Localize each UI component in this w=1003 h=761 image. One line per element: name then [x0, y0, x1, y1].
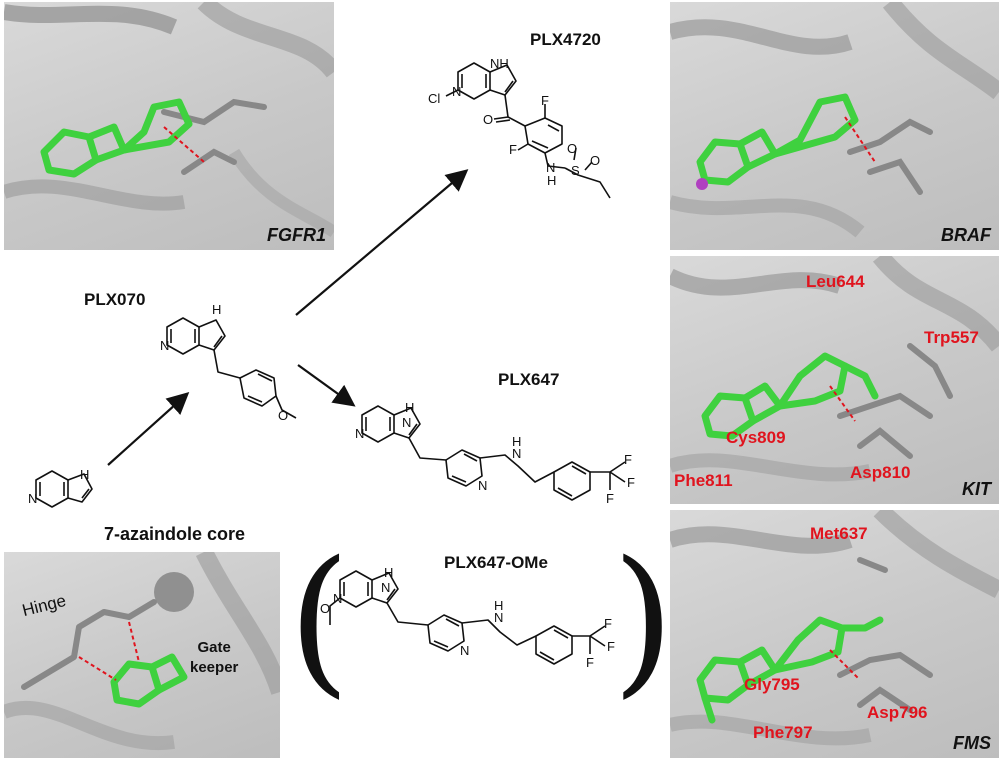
plx4720-atom-o: O	[483, 112, 494, 127]
braf-label: BRAF	[941, 225, 991, 245]
plx647-atom-f1: F	[624, 452, 632, 467]
plx647-structure	[361, 405, 626, 501]
fgfr1-hbond	[163, 126, 205, 163]
core-atom-n: N	[28, 491, 38, 506]
plx647-atom-h: H	[405, 400, 415, 415]
plx4720-structure	[445, 62, 611, 199]
plx4720-atom-f-top: F	[541, 93, 549, 108]
plx647-atom-f3: F	[606, 491, 614, 506]
fms-ligand	[696, 616, 884, 724]
plx4720-atom-o-sulfonyl-1: O	[567, 141, 578, 156]
fgfr1-structure	[4, 2, 334, 238]
arrow-plx070-to-plx647	[297, 364, 356, 407]
hinge-structure	[4, 552, 280, 751]
hinge-panel: Hinge Gate keeper	[4, 552, 280, 758]
kit-structure	[670, 256, 999, 482]
plx647ome-atom-o: O	[320, 601, 331, 616]
plx647ome-atom-n-pyridine: N	[460, 643, 470, 658]
plx647ome-atom-n-ring: N	[333, 591, 343, 606]
kit-residue-cys809: Cys809	[726, 428, 786, 447]
kit-residue-leu644: Leu644	[806, 272, 865, 291]
kit-residue-asp810: Asp810	[850, 463, 911, 482]
arrow-core-to-plx070	[107, 392, 190, 466]
plx4720-atom-n-sulfonamide: N	[546, 160, 556, 175]
plx070-atom-n: N	[160, 338, 170, 353]
plx4720-atom-nh: NH	[490, 56, 509, 71]
plx647-ome-structure	[329, 570, 606, 665]
kit-label: KIT	[962, 479, 991, 499]
plx4720-atom-s: S	[571, 163, 580, 178]
azaindole-core-structure	[35, 470, 93, 508]
reaction-arrows	[107, 169, 469, 466]
azaindole-core-label: 7-azaindole core	[104, 524, 246, 544]
kit-ligand	[701, 352, 879, 440]
fms-residue-gly795: Gly795	[744, 675, 800, 694]
fms-label: FMS	[953, 733, 991, 753]
fms-residue-asp796: Asp796	[867, 703, 928, 722]
plx647ome-atom-f1: F	[604, 616, 612, 631]
kit-panel: Leu644 Trp557 Cys809 Asp810 Phe811 KIT	[670, 256, 999, 504]
fgfr1-ligand	[40, 98, 193, 178]
kit-residue-phe811: Phe811	[674, 471, 733, 490]
plx647ome-atom-n-indole: N	[381, 580, 391, 595]
core-atom-h: H	[80, 467, 90, 482]
plx647-label: PLX647	[498, 370, 560, 389]
plx647-atom-n-pyridine-ring: N	[355, 426, 365, 441]
braf-structure	[670, 2, 999, 238]
fms-structure	[670, 510, 999, 746]
plx647ome-atom-h: H	[384, 565, 394, 580]
plx070-structure	[166, 317, 297, 419]
kit-residue-trp557: Trp557	[924, 328, 979, 347]
plx647ome-atom-f2: F	[607, 639, 615, 654]
plx4720-atom-n: N	[452, 84, 462, 99]
plx647-atom-n-indole: N	[402, 415, 412, 430]
plx4720-label: PLX4720	[530, 30, 601, 49]
plx070-atom-h: H	[212, 302, 222, 317]
kit-hbond	[829, 385, 856, 422]
plx647ome-atom-f3: F	[586, 655, 594, 670]
right-parenthesis: )	[612, 526, 675, 713]
plx647ome-atom-nh: N	[494, 610, 504, 625]
plx4720-atom-f-bottom: F	[509, 142, 517, 157]
arrow-plx070-to-plx4720	[295, 169, 469, 316]
fms-residue-met637: Met637	[810, 524, 868, 543]
fms-panel: Met637 Gly795 Asp796 Phe797 FMS	[670, 510, 999, 758]
fgfr1-panel: FGFR1	[4, 2, 334, 250]
braf-hbond	[844, 116, 876, 163]
braf-chlorine-atom	[696, 178, 708, 190]
plx647-atom-nh-h: H	[512, 434, 522, 449]
plx4720-atom-h: H	[547, 173, 557, 188]
braf-panel: BRAF	[670, 2, 999, 250]
hinge-ligand	[110, 653, 188, 708]
plx647-atom-f2: F	[627, 475, 635, 490]
plx647-atom-n-pyridine: N	[478, 478, 488, 493]
gatekeeper-sphere	[154, 572, 194, 612]
plx647-ome-label: PLX647-OMe	[444, 553, 548, 572]
plx647-atom-nh: N	[512, 446, 522, 461]
plx070-label: PLX070	[84, 290, 146, 309]
plx4720-atom-cl: Cl	[428, 91, 441, 106]
left-parenthesis: (	[288, 526, 351, 713]
gatekeeper-label: Gate keeper	[190, 639, 239, 676]
fgfr1-label: FGFR1	[266, 225, 326, 245]
plx647ome-atom-nh-h: H	[494, 598, 504, 613]
plx4720-atom-o-sulfonyl-2: O	[590, 153, 601, 168]
fms-residue-phe797: Phe797	[753, 723, 813, 742]
plx070-atom-o: O	[278, 408, 289, 423]
